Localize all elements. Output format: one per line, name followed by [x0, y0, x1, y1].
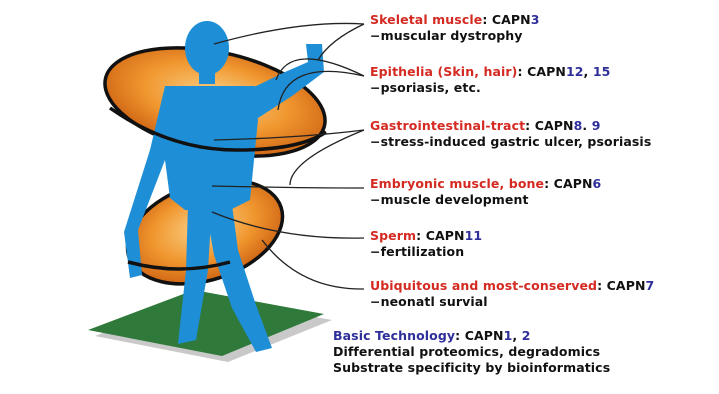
capn-number: 9	[592, 118, 601, 133]
entry-embryonic: Embryonic muscle, bone: CAPN6 −muscle de…	[370, 176, 601, 207]
gene-label: CAPN	[527, 64, 566, 79]
entry-epithelia: Epithelia (Skin, hair): CAPN12, 15 −psor…	[370, 64, 610, 95]
disease-note: neonatl survial	[381, 294, 488, 309]
basic-technology-block: Basic Technology: CAPN1, 2 Differential …	[333, 328, 610, 375]
disease-note: fertilization	[381, 244, 465, 259]
tissue-label: Epithelia (Skin, hair)	[370, 64, 518, 79]
disease-note: psoriasis, etc.	[381, 80, 481, 95]
capn-number: 11	[465, 228, 483, 243]
entry-ubiquitous: Ubiquitous and most-conserved: CAPN7 −ne…	[370, 278, 654, 309]
capn-number: 3	[531, 12, 540, 27]
capn-number: 7	[646, 278, 655, 293]
disease-note: muscular dystrophy	[381, 28, 523, 43]
entry-skeletal-muscle: Skeletal muscle: CAPN3 −muscular dystrop…	[370, 12, 540, 43]
tissue-label: Skeletal muscle	[370, 12, 482, 27]
basic-technology-heading: Basic Technology	[333, 328, 455, 343]
disease-note: stress-induced gastric ulcer, psoriasis	[381, 134, 652, 149]
basic-technology-line: Differential proteomics, degradomics	[333, 344, 610, 359]
capn-number: 2	[522, 328, 531, 343]
basic-technology-line: Substrate specificity by bioinformatics	[333, 360, 610, 375]
gene-label: CAPN	[535, 118, 574, 133]
tissue-label: Gastrointestinal-tract	[370, 118, 525, 133]
entry-sperm: Sperm: CAPN11 −fertilization	[370, 228, 482, 259]
capn-number: 15	[593, 64, 611, 79]
gene-label: CAPN	[554, 176, 593, 191]
tissue-label: Embryonic muscle, bone	[370, 176, 544, 191]
gene-label: CAPN	[492, 12, 531, 27]
tissue-label: Sperm	[370, 228, 416, 243]
capn-number: 12	[566, 64, 584, 79]
gene-label: CAPN	[607, 278, 646, 293]
capn-number: 6	[593, 176, 602, 191]
gene-label: CAPN	[426, 228, 465, 243]
tissue-label: Ubiquitous and most-conserved	[370, 278, 597, 293]
entry-gastrointestinal: Gastrointestinal-tract: CAPN8. 9 −stress…	[370, 118, 651, 149]
gene-label: CAPN	[465, 328, 504, 343]
disease-note: muscle development	[381, 192, 529, 207]
